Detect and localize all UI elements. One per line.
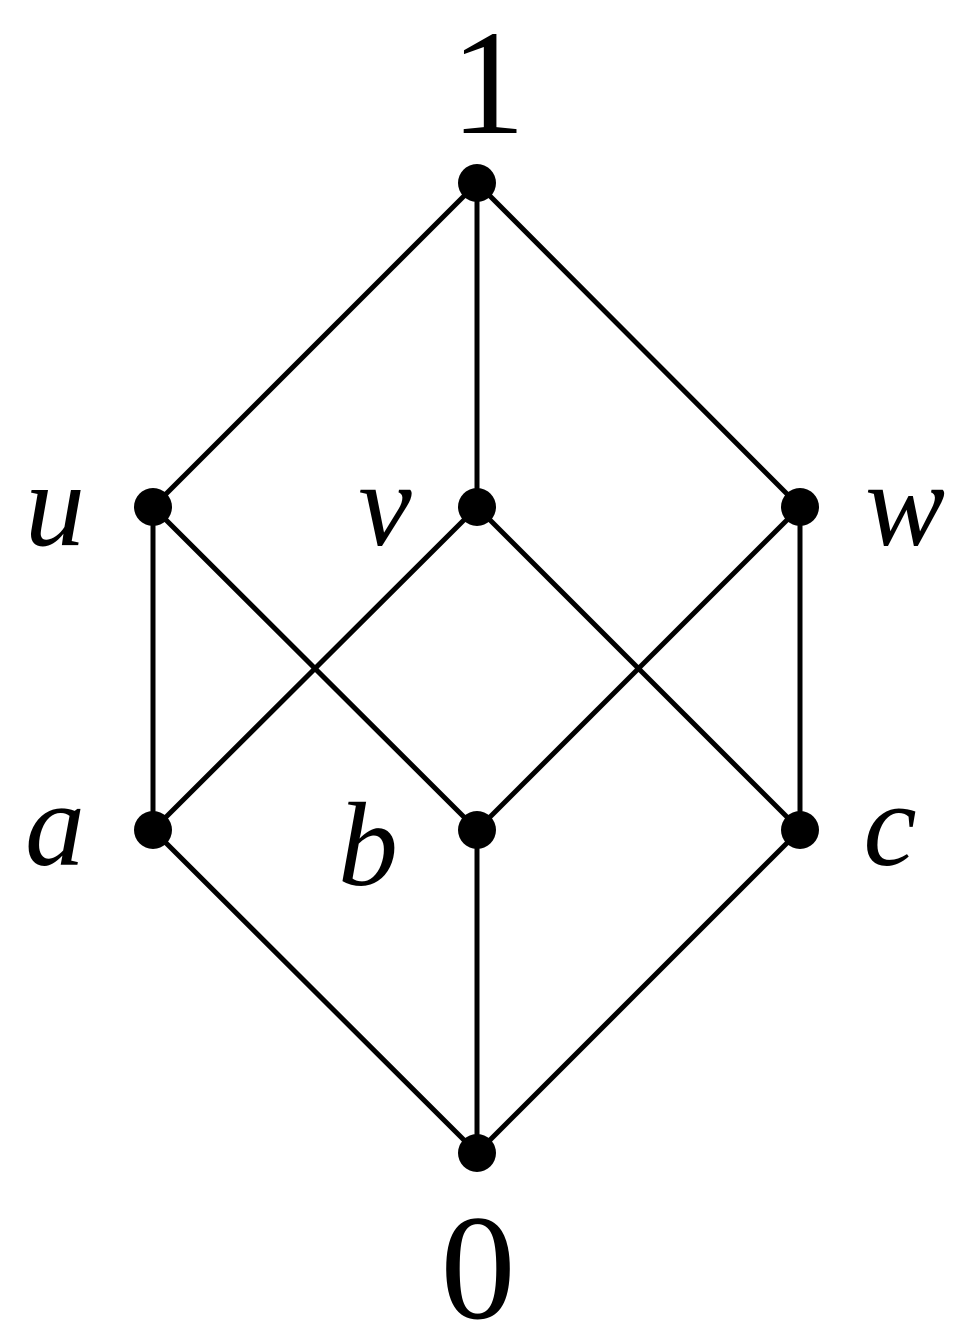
node-label-v: v (358, 438, 412, 571)
node-u (134, 488, 172, 526)
node-label-one: 1 (451, 0, 526, 166)
node-label-w: w (865, 438, 945, 571)
node-label-a: a (25, 758, 85, 891)
node-label-b: b (338, 778, 398, 911)
edge-a-zero (150, 827, 480, 1156)
node-zero (458, 1134, 496, 1172)
node-label-c: c (863, 758, 916, 891)
node-b (458, 811, 496, 849)
node-w (781, 488, 819, 526)
edge-v-a (150, 504, 480, 833)
edge-c-zero (474, 827, 803, 1156)
edge-one-w (474, 180, 803, 510)
nodes-layer (134, 164, 819, 1172)
node-c (781, 811, 819, 849)
edge-w-b (474, 504, 803, 833)
node-label-zero: 0 (441, 1185, 516, 1332)
edges-layer (150, 180, 803, 1156)
node-label-u: u (25, 438, 85, 571)
node-v (458, 488, 496, 526)
labels-layer: 1 u v w a b c 0 (25, 0, 945, 1332)
node-a (134, 811, 172, 849)
edge-one-u (150, 180, 480, 510)
node-one (458, 164, 496, 202)
